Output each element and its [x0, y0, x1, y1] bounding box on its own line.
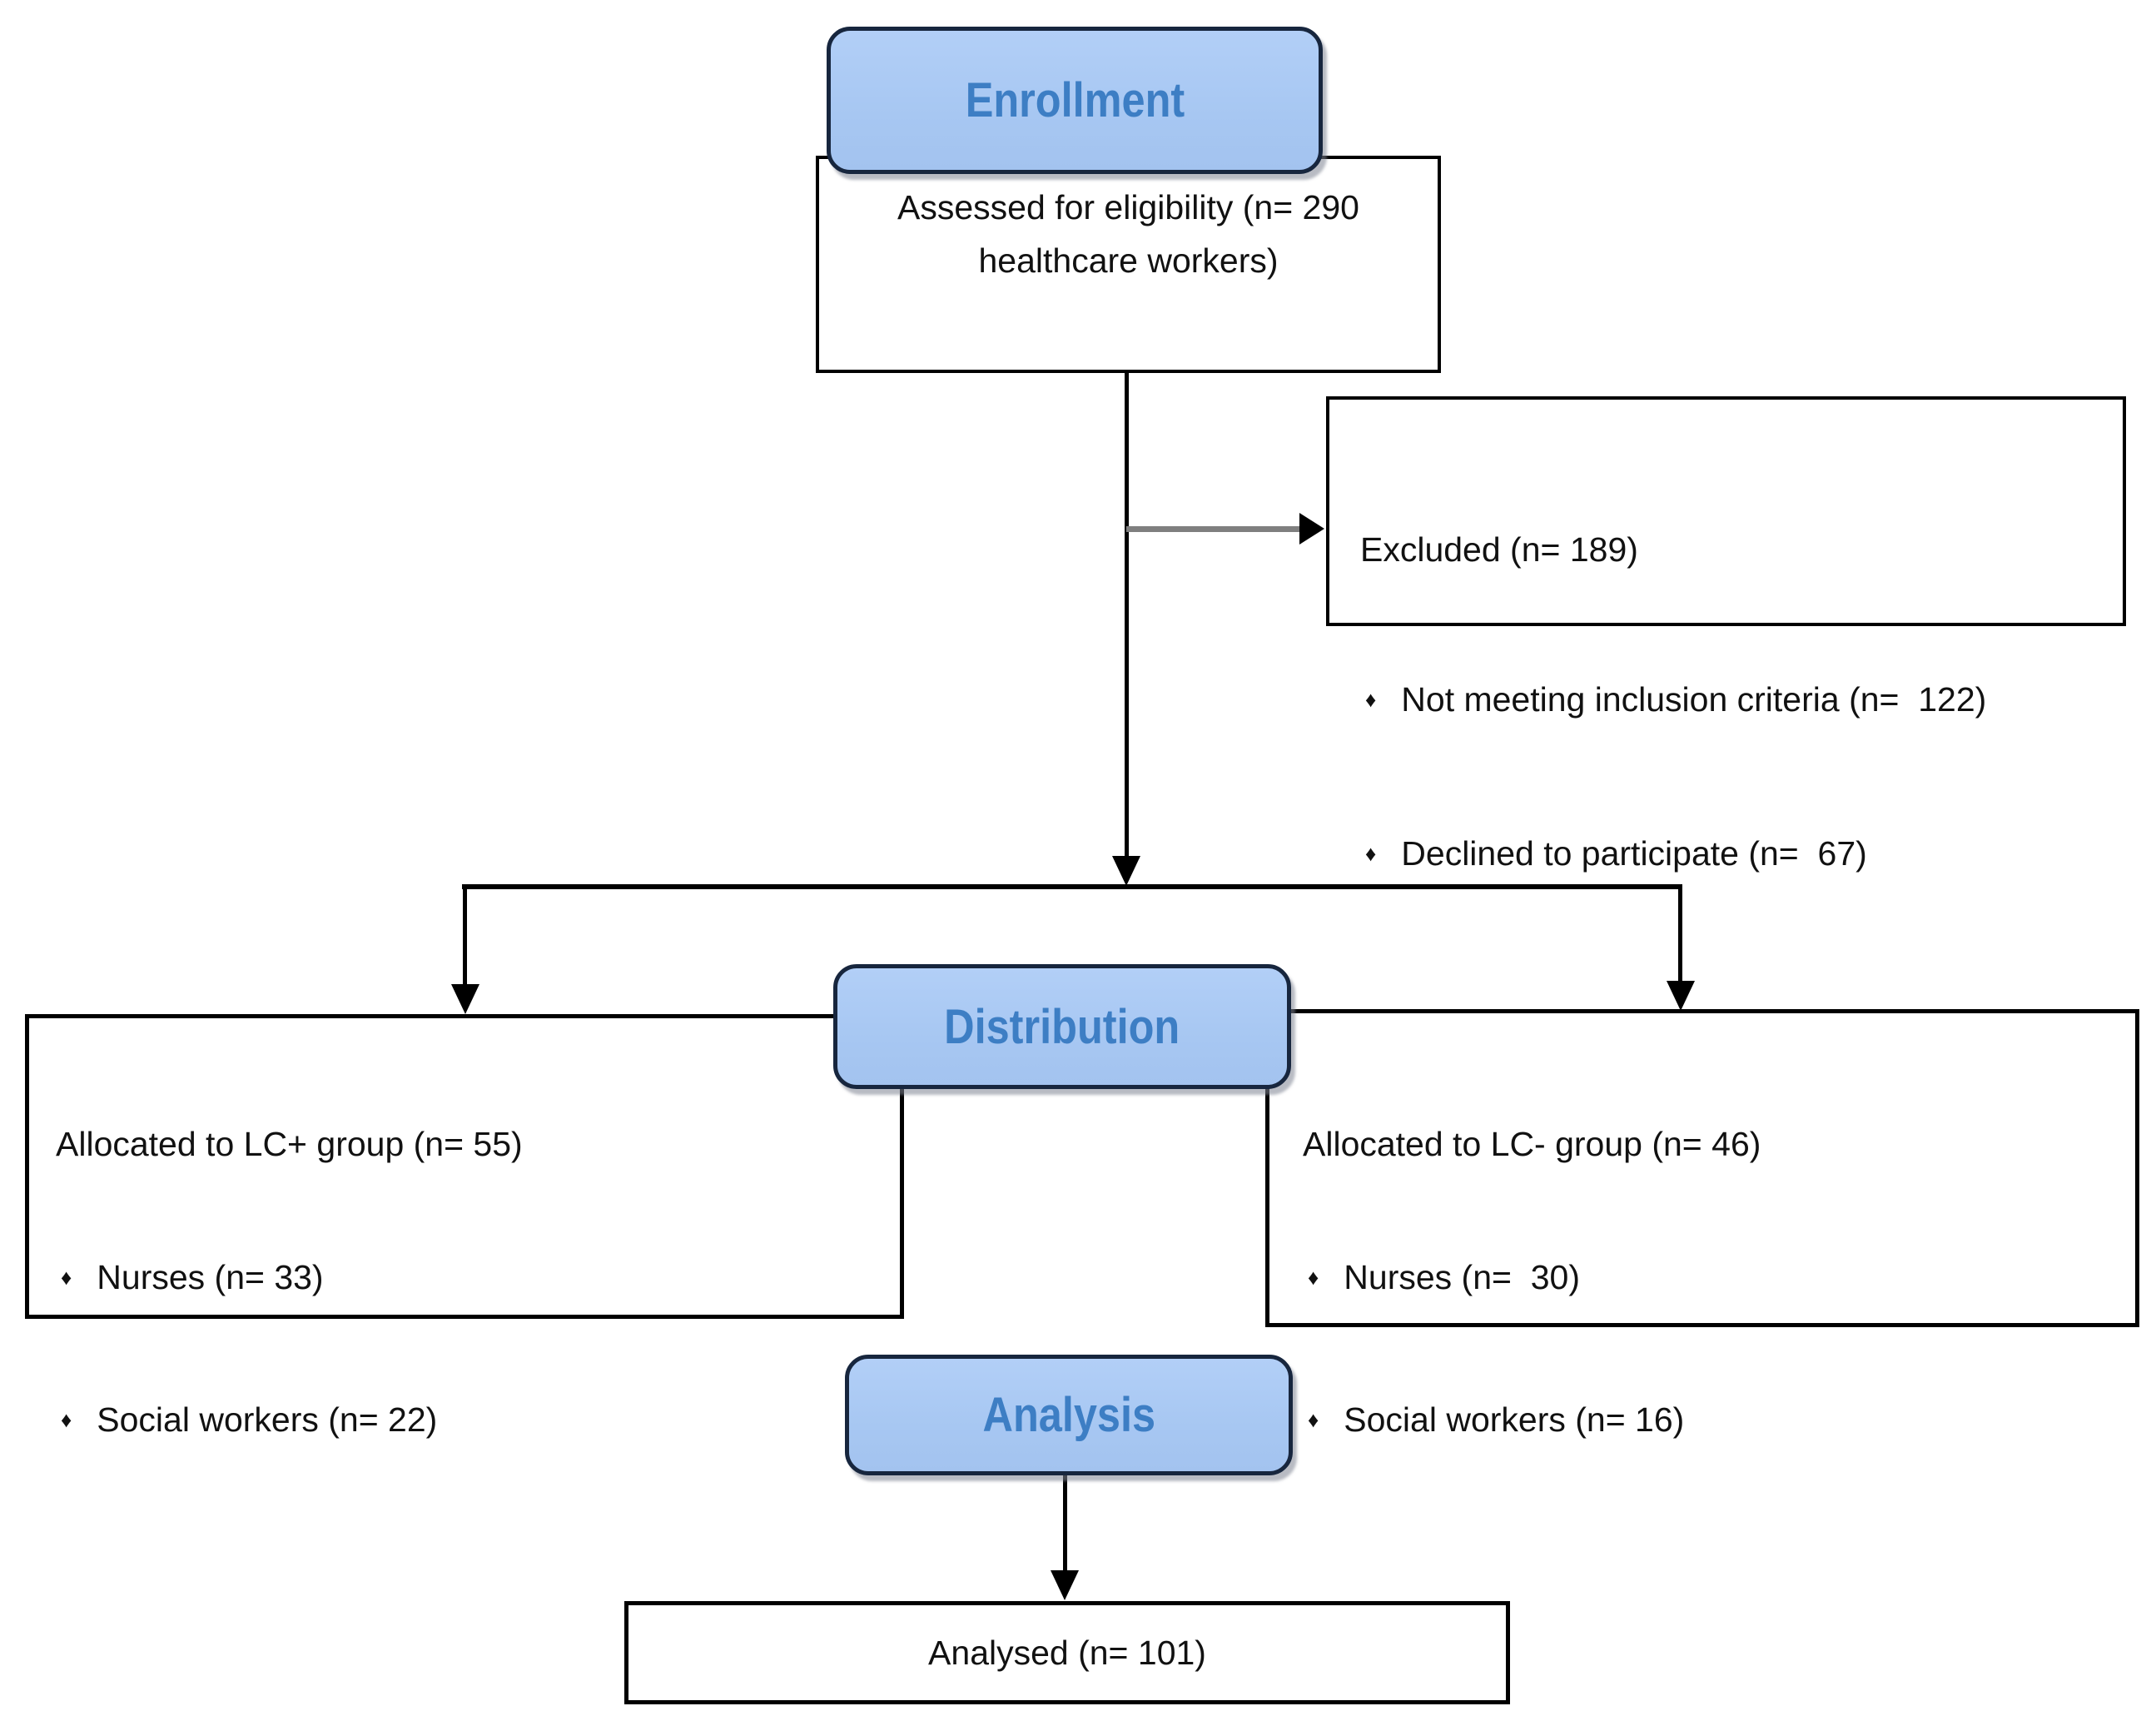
- allocated-lc-plus-item-2-text: Social workers (n= 22): [97, 1400, 438, 1439]
- analysed-text: Analysed (n= 101): [928, 1634, 1206, 1672]
- excluded-box: Excluded (n= 189) ♦ Not meeting inclusion…: [1326, 396, 2126, 873]
- excluded-item-1: ♦ Not meeting inclusion criteria (n= 122): [1360, 674, 2108, 729]
- assessed-for-eligibility-box: Assessed for eligibility (n= 290 healthc…: [816, 156, 1441, 373]
- distribution-stage-label: Distribution: [944, 999, 1180, 1054]
- arrowhead-analysed-icon: [1051, 1570, 1079, 1600]
- enrollment-stage-label: Enrollment: [965, 73, 1185, 127]
- connector-split-to-left-group: [463, 884, 467, 986]
- arrowhead-right-group-icon: [1667, 981, 1695, 1011]
- allocated-lc-plus-item-2: ♦ Social workers (n= 22): [56, 1400, 887, 1443]
- allocated-lc-plus-item-1-text: Nurses (n= 33): [97, 1258, 324, 1296]
- split-bar: [462, 884, 1682, 889]
- arrowhead-split-down-icon: [1112, 856, 1140, 886]
- assessed-text-line1: Assessed for eligibility (n= 290: [897, 188, 1359, 226]
- bullet-diamond-icon: ♦: [1308, 1407, 1319, 1432]
- analysis-stage-pill: Analysis: [845, 1355, 1293, 1475]
- bullet-diamond-icon: ♦: [61, 1265, 72, 1290]
- allocated-lc-plus-item-1: ♦ Nurses (n= 33): [56, 1258, 887, 1301]
- excluded-item-1-text: Not meeting inclusion criteria (n= 122): [1401, 680, 1987, 719]
- arrowhead-left-group-icon: [451, 984, 479, 1014]
- allocated-lc-plus-box: Allocated to LC+ group (n= 55) ♦ Nurses (…: [25, 1014, 904, 1439]
- bullet-diamond-icon: ♦: [1308, 1265, 1319, 1290]
- analysed-box: Analysed (n= 101): [624, 1601, 1510, 1704]
- arrowhead-excluded-right-icon: [1299, 513, 1324, 545]
- enrollment-stage-pill: Enrollment: [827, 27, 1323, 174]
- allocated-lc-minus-box: Allocated to LC- group (n= 46) ♦ Nurses (…: [1265, 1009, 2139, 1439]
- allocated-lc-minus-item-1-text: Nurses (n= 30): [1344, 1258, 1580, 1296]
- allocated-lc-plus-title: Allocated to LC+ group (n= 55): [56, 1125, 523, 1163]
- bullet-diamond-icon: ♦: [1365, 841, 1377, 866]
- excluded-item-2: ♦ Declined to participate (n= 67): [1360, 828, 2108, 883]
- bullet-diamond-icon: ♦: [1365, 687, 1377, 712]
- assessed-text-line2: healthcare workers): [978, 241, 1279, 280]
- bullet-diamond-icon: ♦: [61, 1407, 72, 1432]
- excluded-item-2-text: Declined to participate (n= 67): [1401, 834, 1867, 873]
- connector-assessed-to-split: [1125, 371, 1129, 858]
- analysis-stage-label: Analysis: [982, 1388, 1155, 1442]
- connector-to-excluded: [1126, 526, 1301, 532]
- allocated-lc-minus-item-2-text: Social workers (n= 16): [1344, 1400, 1685, 1439]
- allocated-lc-minus-item-1: ♦ Nurses (n= 30): [1303, 1258, 2122, 1301]
- connector-split-to-right-group: [1678, 884, 1682, 982]
- excluded-title: Excluded (n= 189): [1360, 530, 1638, 569]
- allocated-lc-minus-title: Allocated to LC- group (n= 46): [1303, 1125, 1761, 1163]
- connector-analysis-to-analysed: [1063, 1467, 1067, 1572]
- allocated-lc-minus-item-2: ♦ Social workers (n= 16): [1303, 1400, 2122, 1443]
- distribution-stage-pill: Distribution: [833, 964, 1291, 1089]
